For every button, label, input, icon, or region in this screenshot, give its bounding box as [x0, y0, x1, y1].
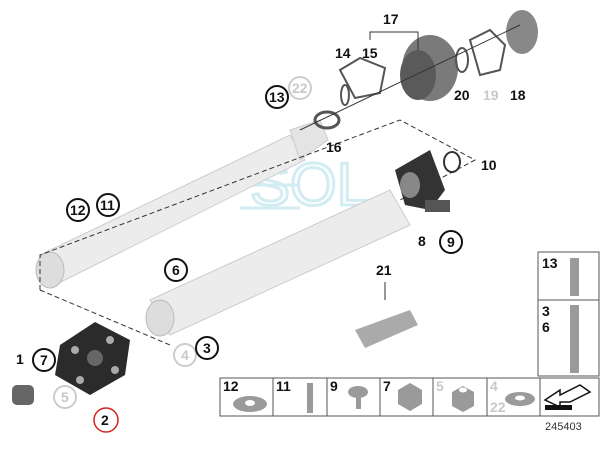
callout-label: 4	[181, 347, 189, 363]
assembly-bracket	[39, 119, 477, 290]
callout-label: 9	[330, 378, 338, 394]
callout-label: 5	[61, 389, 69, 405]
callout-label: 5	[436, 378, 444, 394]
callout-label: 18	[510, 87, 526, 103]
callouts: 17 14 15 22 13 20 19 18 16 10 12 11 8 9 …	[16, 11, 526, 433]
flex-disc	[55, 322, 130, 395]
callout-label: 6	[542, 319, 550, 335]
callout-label: 22	[292, 80, 308, 96]
callout-label: 2	[101, 412, 109, 428]
hardware-table: 12 11 9 7 5 4 22 245403	[219, 377, 600, 433]
callout-label: 15	[362, 45, 378, 61]
callout-label: 8	[418, 233, 426, 249]
callout-label: 19	[483, 87, 499, 103]
diagram-id: 245403	[545, 421, 582, 433]
callout-label: 20	[454, 87, 470, 103]
callout-label: 9	[447, 234, 455, 250]
callout-label: 3	[203, 340, 211, 356]
callout-label: 6	[172, 262, 180, 278]
grease-tube	[355, 282, 418, 348]
direction-arrow-icon	[543, 384, 592, 410]
callout-label: 3	[542, 303, 550, 319]
cv-joint	[299, 10, 538, 131]
rear-drive-shaft	[145, 189, 411, 337]
callout-label: 10	[481, 157, 497, 173]
front-drive-shaft	[35, 119, 329, 289]
callout-label: 13	[269, 89, 285, 105]
callout-label: 22	[490, 399, 506, 415]
callout-label: 7	[40, 352, 48, 368]
callout-label: 12	[70, 202, 86, 218]
callout-label: 12	[223, 378, 239, 394]
callout-label: 11	[276, 378, 291, 394]
callout-label: 21	[376, 262, 392, 278]
center-bearing	[395, 150, 450, 212]
callout-label: 16	[326, 139, 342, 155]
callout-label: 14	[335, 45, 351, 61]
callout-label: 17	[383, 11, 399, 27]
bolt-side-panel: 13 3 6	[537, 251, 600, 377]
centering-sleeve	[12, 385, 34, 405]
callout-label: 1	[16, 351, 24, 367]
highlight-circle	[93, 407, 119, 433]
callout-label: 13	[542, 255, 558, 271]
callout-label: 4	[490, 378, 498, 394]
callout-label: 7	[383, 378, 391, 394]
callout-label: 11	[100, 197, 115, 213]
